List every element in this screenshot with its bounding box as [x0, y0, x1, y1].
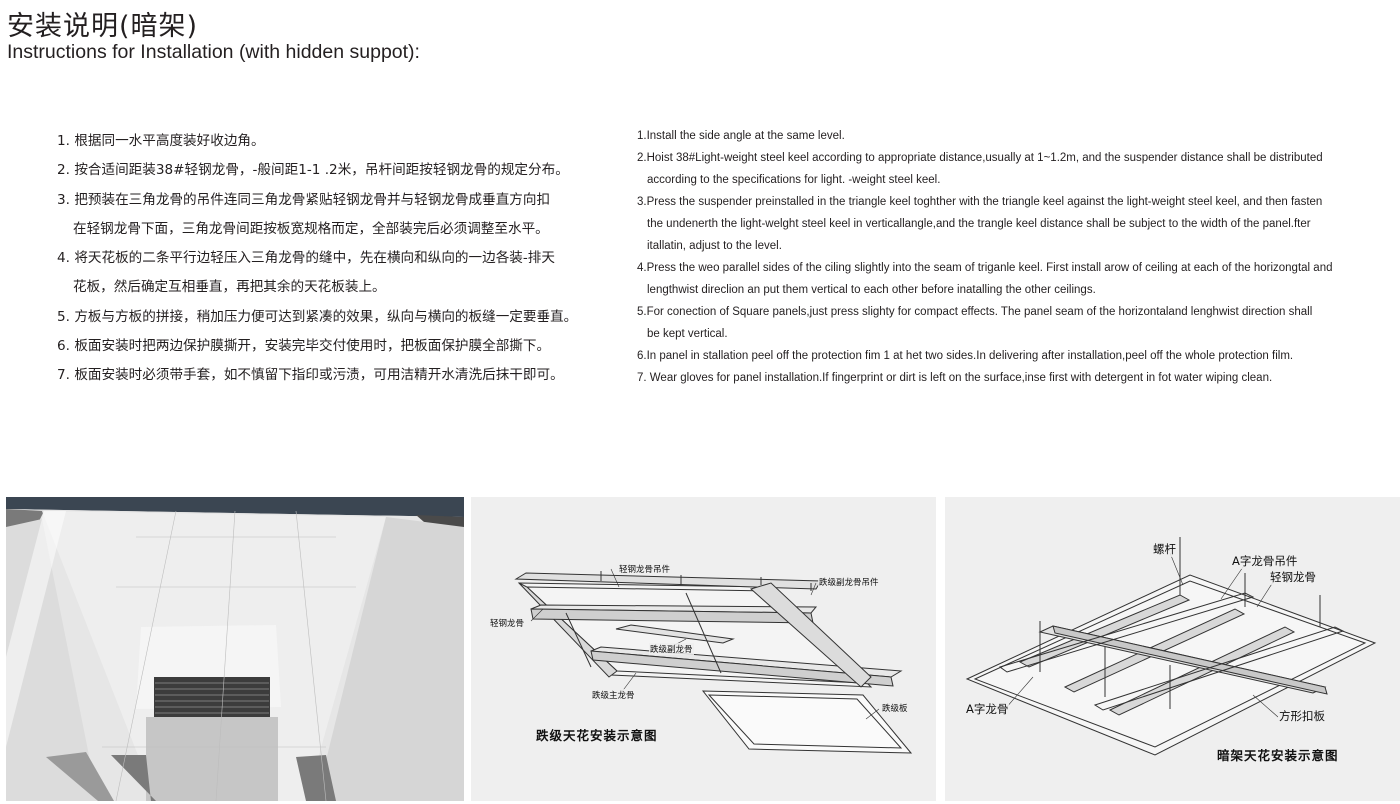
instruction-zh-item: 3. 把预装在三角龙骨的吊件连同三角龙骨紧贴轻钢龙骨并与轻钢龙骨成垂直方向扣在轻… [57, 186, 617, 245]
instruction-zh-line: 花板，然后确定互相垂直，再把其余的天花板装上。 [73, 279, 386, 296]
instruction-en-line: 2.Hoist 38#Light-weight steel keel accor… [637, 152, 1323, 164]
instruction-zh-first-line: 7. 板面安装时必须带手套，如不慎留下指印或污渍，可用洁精开水清洗后抹干即可。 [57, 361, 617, 390]
page-title-en: Instructions for Installation (with hidd… [7, 41, 420, 63]
ceiling-photo-image [6, 497, 464, 801]
instruction-en-line: 6.In panel in stallation peel off the pr… [637, 350, 1294, 362]
instruction-zh-item: 4. 将天花板的二条平行边轻压入三角龙骨的缝中，先在横向和纵向的一边各装-排天花… [57, 244, 617, 303]
instruction-zh-number: 2. [57, 162, 70, 179]
label-stepped-sub-keel: 跌级副龙骨 [649, 643, 694, 655]
instruction-en-line: 1.Install the side angle at the same lev… [637, 130, 845, 142]
instruction-en-line: 7. Wear gloves for panel installation.If… [637, 372, 1273, 384]
instruction-zh-line: 板面安装时必须带手套，如不慎留下指印或污渍，可用洁精开水清洗后抹干即可。 [74, 367, 564, 384]
instruction-zh-first-line: 1. 根据同一水平高度装好收边角。 [57, 127, 617, 156]
instruction-zh-number: 4. [57, 250, 70, 267]
instruction-zh-number: 1. [57, 133, 70, 149]
instruction-zh-first-line: 5. 方板与方板的拼接，稍加压力便可达到紧凑的效果，纵向与横向的板缝一定要垂直。 [57, 303, 617, 332]
instruction-zh-line: 把预装在三角龙骨的吊件连同三角龙骨紧贴轻钢龙骨并与轻钢龙骨成垂直方向扣 [74, 191, 551, 208]
instruction-zh-first-line: 2. 按合适间距装38#轻钢龙骨，-般间距1-1 .2米，吊杆间距按轻钢龙骨的规… [57, 156, 617, 185]
label-square-panel: 方形扣板 [1278, 708, 1326, 724]
label-screw-rod: 螺杆 [1152, 541, 1177, 557]
instruction-en-item: 1.Install the side angle at the same lev… [637, 125, 1367, 147]
instruction-en-item: 2.Hoist 38#Light-weight steel keel accor… [637, 147, 1367, 191]
instruction-zh-line: 在轻钢龙骨下面，三角龙骨间距按板宽规格而定，全部装完后必须调整至水平。 [73, 220, 549, 237]
hidden-frame-ceiling-drawing [965, 537, 1377, 756]
label-stepped-board: 跌级板 [881, 702, 909, 714]
instruction-zh-first-line: 6. 板面安装时把两边保护膜撕开，安装完毕交付使用时，把板面保护膜全部撕下。 [57, 332, 617, 361]
page-title-zh: 安装说明(暗架) [7, 11, 199, 42]
instructions-en-list: 1.Install the side angle at the same lev… [637, 125, 1367, 389]
instruction-zh-line: 板面安装时把两边保护膜撕开，安装完毕交付使用时，把板面保护膜全部撕下。 [74, 338, 551, 355]
instruction-en-line: 3.Press the suspender preinstalled in th… [637, 196, 1323, 208]
instruction-en-item: 6.In panel in stallation peel off the pr… [637, 345, 1367, 367]
instruction-zh-line: 按合适间距装38#轻钢龙骨，-般间距1-1 .2米，吊杆间距按轻钢龙骨的规定分布… [74, 162, 569, 179]
label-steel-keel-hanger: 轻钢龙骨吊件 [618, 563, 672, 575]
instruction-zh-item: 1. 根据同一水平高度装好收边角。 [57, 127, 617, 156]
instruction-en-line: itallatin, adjust to the level. [647, 240, 782, 252]
instruction-en-line: the undenerth the light-welght steel kee… [647, 218, 1311, 230]
instruction-zh-line: 方板与方板的拼接，稍加压力便可达到紧凑的效果，纵向与横向的板缝一定要垂直。 [74, 308, 578, 325]
label-steel-keel: 轻钢龙骨 [489, 617, 526, 629]
diagram-2-caption: 暗架天花安装示意图 [1217, 748, 1339, 763]
instruction-zh-number: 5. [57, 308, 70, 325]
instruction-en-item: 7. Wear gloves for panel installation.If… [637, 367, 1367, 389]
instruction-zh-line: 根据同一水平高度装好收边角。 [74, 133, 265, 149]
instruction-zh-number: 7. [57, 367, 70, 384]
instruction-zh-number: 3. [57, 191, 70, 208]
instruction-zh-first-line: 4. 将天花板的二条平行边轻压入三角龙骨的缝中，先在横向和纵向的一边各装-排天 [57, 244, 617, 273]
instruction-en-item: 5.For conection of Square panels,just pr… [637, 301, 1367, 345]
instruction-zh-item: 5. 方板与方板的拼接，稍加压力便可达到紧凑的效果，纵向与横向的板缝一定要垂直。 [57, 303, 617, 332]
instruction-en-line: 5.For conection of Square panels,just pr… [637, 306, 1313, 318]
label-steel-keel: 轻钢龙骨 [1269, 569, 1317, 585]
label-a-keel: A字龙骨 [965, 701, 1010, 717]
instruction-en-line: be kept vertical. [647, 328, 728, 340]
instruction-zh-number: 6. [57, 338, 70, 355]
stepped-ceiling-drawing [514, 568, 913, 754]
label-stepped-sub-keel-hanger: 跌级副龙骨吊件 [818, 576, 880, 588]
instruction-en-line: according to the specifications for ligh… [647, 174, 941, 186]
diagram-hidden-frame-ceiling: 螺杆 A字龙骨吊件 轻钢龙骨 A字龙骨 方形扣板 暗架天花安装示意图 [945, 497, 1400, 801]
instruction-en-item: 4.Press the weo parallel sides of the ci… [637, 257, 1367, 301]
instruction-en-line: 4.Press the weo parallel sides of the ci… [637, 262, 1333, 274]
instruction-zh-first-line: 3. 把预装在三角龙骨的吊件连同三角龙骨紧贴轻钢龙骨并与轻钢龙骨成垂直方向扣 [57, 186, 617, 215]
ceiling-photo [6, 497, 464, 801]
label-a-keel-hanger: A字龙骨吊件 [1231, 553, 1299, 569]
instruction-en-item: 3.Press the suspender preinstalled in th… [637, 191, 1367, 257]
instruction-en-line: lengthwist direclion an put them vertica… [647, 284, 1096, 296]
label-stepped-main-keel: 跌级主龙骨 [591, 689, 636, 701]
instruction-zh-item: 6. 板面安装时把两边保护膜撕开，安装完毕交付使用时，把板面保护膜全部撕下。 [57, 332, 617, 361]
diagram-stepped-ceiling: 轻钢龙骨吊件 跌级副龙骨吊件 轻钢龙骨 跌级副龙骨 跌级主龙骨 跌级板 跌级天花… [471, 497, 936, 801]
instruction-zh-item: 2. 按合适间距装38#轻钢龙骨，-般间距1-1 .2米，吊杆间距按轻钢龙骨的规… [57, 156, 617, 185]
instruction-zh-item: 7. 板面安装时必须带手套，如不慎留下指印或污渍，可用洁精开水清洗后抹干即可。 [57, 361, 617, 390]
diagram-1-caption: 跌级天花安装示意图 [536, 728, 658, 743]
instruction-zh-line: 将天花板的二条平行边轻压入三角龙骨的缝中，先在横向和纵向的一边各装-排天 [74, 250, 555, 267]
instructions-zh-list: 1. 根据同一水平高度装好收边角。2. 按合适间距装38#轻钢龙骨，-般间距1-… [57, 127, 617, 391]
